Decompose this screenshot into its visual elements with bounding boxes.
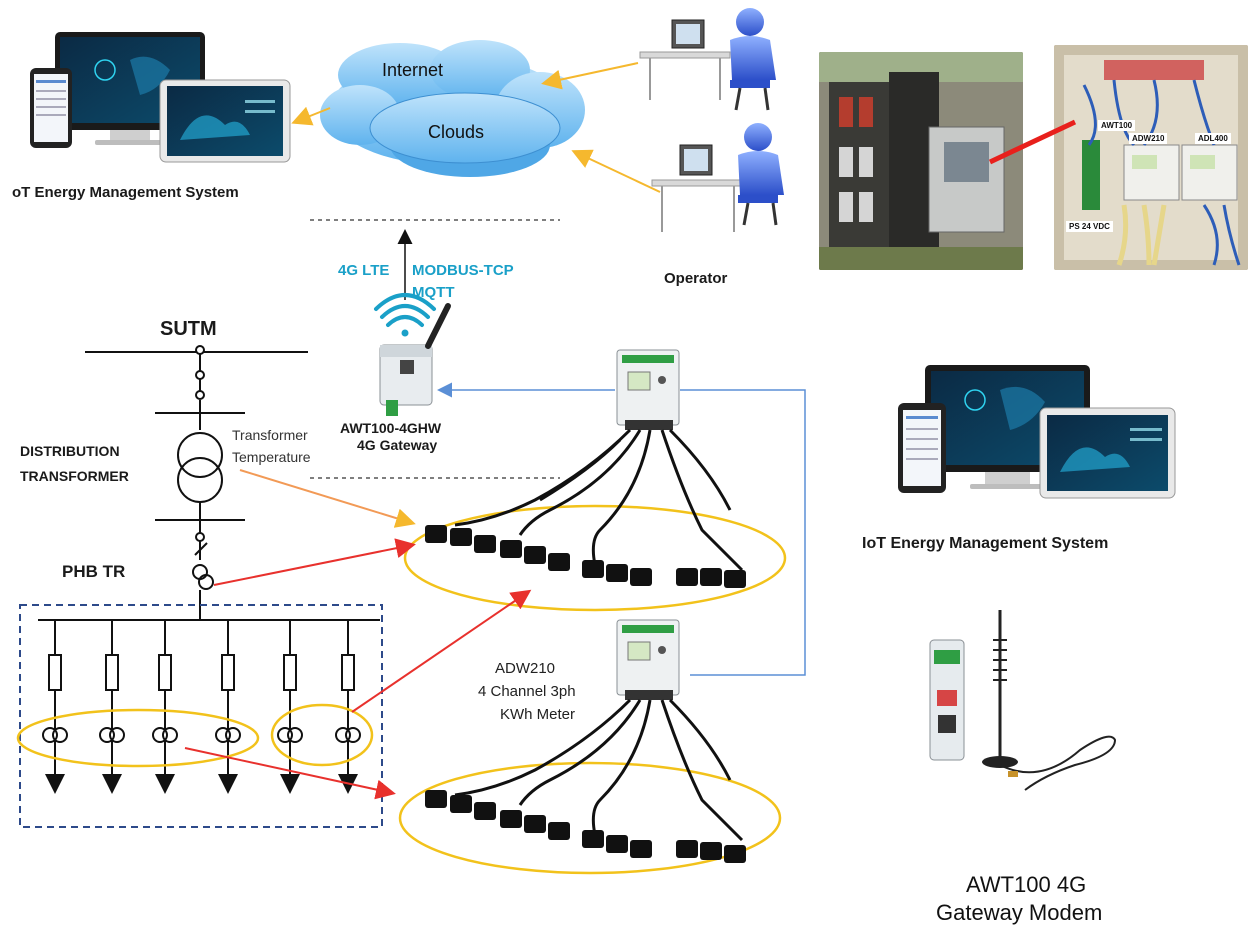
adw210-label-line3: KWh Meter	[500, 706, 576, 723]
phb-panel-box	[19, 604, 383, 828]
link-meter2-gateway	[680, 389, 806, 676]
wifi-icon	[374, 293, 436, 327]
arrow-feeder-ct-a	[351, 589, 532, 713]
photo-tag-adw210: ADW210	[1129, 133, 1168, 144]
phb-tr-label: PHB TR	[62, 562, 126, 581]
photo-tag-adl400: ADL400	[1195, 133, 1231, 144]
modem-label-line2: Gateway Modem	[936, 900, 1103, 925]
adw210-label-line1: ADW210	[495, 660, 556, 677]
single-line-diagram	[38, 345, 380, 621]
iot-devices-top-icon	[30, 32, 291, 163]
modbus-label: MODBUS-TCP	[412, 262, 514, 279]
gateway-label-line2: 4G Gateway	[357, 437, 438, 453]
arrow-operator2-to-cloud	[571, 149, 661, 193]
photo-tag-ps: PS 24 VDC	[1066, 221, 1113, 232]
ct-cables-upper	[454, 428, 744, 572]
iot-system-title-top: oT Energy Management System	[12, 184, 239, 201]
ct-group-ellipses	[16, 504, 787, 875]
adw210-meter-icon	[616, 619, 680, 700]
iot-system-title-right: IoT Energy Management System	[862, 535, 1109, 552]
arrow-cloud-to-iot	[291, 106, 331, 126]
ct-cables-lower	[454, 698, 744, 842]
mqtt-label: MQTT	[412, 284, 455, 301]
adw210-label-line2: 4 Channel 3ph	[478, 683, 576, 700]
iot-devices-right-icon	[898, 365, 1176, 499]
clouds-label: Clouds	[428, 122, 485, 142]
ct-sensors-lower	[425, 790, 746, 863]
internet-label: Internet	[382, 60, 444, 80]
photo-tag-awt100: AWT100	[1098, 120, 1136, 131]
transformer-temperature-line2: Temperature	[232, 449, 311, 465]
sutm-label: SUTM	[160, 318, 217, 340]
panel-wiring-photo: AWT100 ADW210 ADL400 PS 24 VDC	[1054, 45, 1248, 270]
modem-icon	[929, 610, 1117, 791]
arrow-main-ct	[213, 538, 416, 586]
feeder-lines	[42, 620, 361, 794]
field-installation-photo	[819, 52, 1023, 270]
arrow-feeder-ct-b	[184, 747, 396, 800]
operator-label: Operator	[664, 270, 728, 287]
operator-icon	[639, 8, 776, 111]
adw210-meter-icon	[616, 349, 680, 430]
lte-label: 4G LTE	[338, 262, 390, 279]
operator-icon	[651, 123, 784, 232]
modem-label-line1: AWT100 4G	[966, 872, 1087, 897]
gateway-label-line1: AWT100-4GHW	[340, 420, 442, 436]
distribution-transformer-line1: DISTRIBUTION	[20, 443, 120, 459]
arrow-temperature	[239, 469, 416, 528]
gateway-device-icon	[379, 303, 451, 416]
cloud-icon	[320, 40, 585, 177]
distribution-transformer-line2: TRANSFORMER	[20, 468, 129, 484]
transformer-temperature-line1: Transformer	[232, 427, 308, 443]
arrow-operator1-to-cloud	[541, 62, 639, 90]
ct-sensors-upper	[425, 525, 746, 588]
